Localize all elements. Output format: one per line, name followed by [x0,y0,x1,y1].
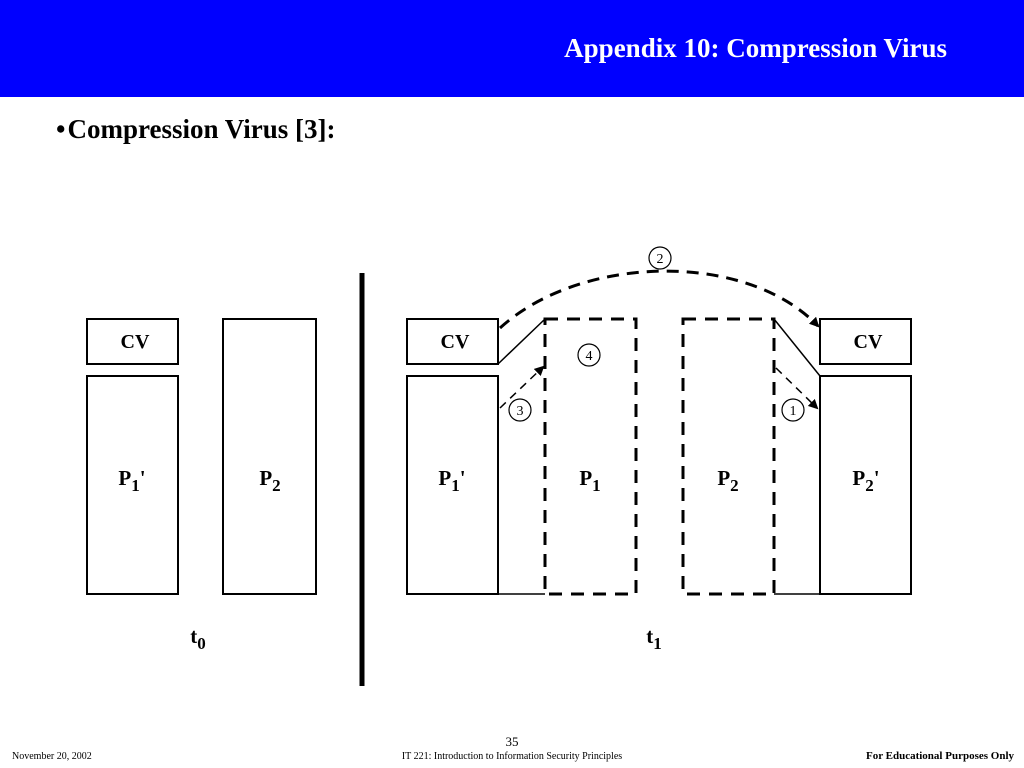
svg-text:2: 2 [657,252,664,267]
t1-p2-prime-label: P2' [852,466,879,495]
t1-p1-prime-box [406,375,499,595]
svg-text:4: 4 [586,349,593,364]
svg-text:1: 1 [790,404,797,419]
t0-p2-box [222,318,317,595]
step-3-marker: 3 [508,398,532,422]
footer-date: November 20, 2002 [12,751,92,762]
t0-state: CV P1' P2 t0 [86,318,317,653]
t1-p2-original-box [681,317,776,596]
arrow-step-2 [498,269,820,330]
t1-p1-prime-label: P1' [438,466,465,495]
t0-time-label: t0 [190,624,206,653]
t1-p2-label: P2 [717,466,738,495]
left-funnel-top [497,318,546,365]
bullet-text: Compression Virus [3]: [67,114,336,144]
t1-cv-right-label: CV [854,331,883,353]
t0-p2-label: P2 [259,466,280,495]
slide-title: Appendix 10: Compression Virus [564,33,947,63]
t1-p1-label: P1 [579,466,600,495]
t1-cv-left-box [406,318,499,365]
title-bar: Appendix 10: Compression Virus [0,0,1024,97]
t1-p1-original-box [543,317,638,596]
step-4-marker: 4 [577,343,601,367]
t1-cv-right-box [819,318,912,365]
t1-p2-prime-box [819,375,912,595]
right-funnel-top [773,318,821,377]
t1-time-label: t1 [646,624,662,653]
t0-cv-label: CV [121,331,150,353]
t1-cv-left-label: CV [441,331,470,353]
t0-cv-box [86,318,179,365]
arrow-step-3 [499,365,545,409]
svg-text:3: 3 [517,404,524,419]
bullet-item: •Compression Virus [3]: [56,114,335,145]
t0-p1-prime-box [86,375,179,595]
footer-course: IT 221: Introduction to Information Secu… [401,751,623,762]
t1-state: CV P1' P1 P2 CV P2' 2 4 3 [406,246,912,653]
page-number: 35 [505,734,519,749]
bullet-dot: • [56,114,66,144]
footer-notice: For Educational Purposes Only [865,750,1014,762]
step-1-marker: 1 [781,398,805,422]
step-2-marker: 2 [648,246,672,270]
t0-p1-prime-label: P1' [118,466,145,495]
arrow-step-1 [775,367,819,410]
